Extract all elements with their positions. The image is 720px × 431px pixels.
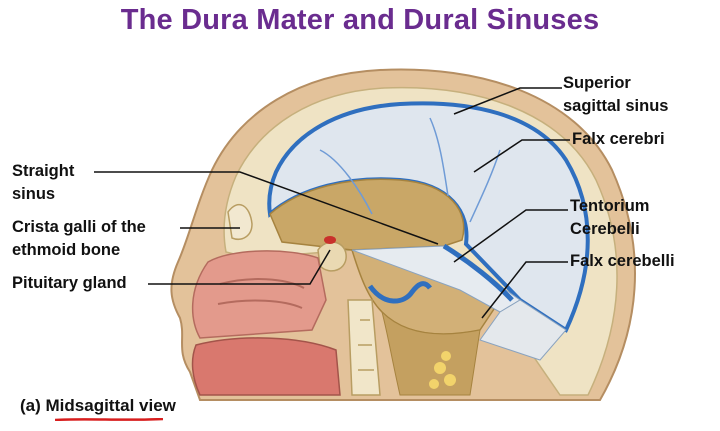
label-pituitary-gland: Pituitary gland	[12, 274, 127, 292]
straight-sinus-vessel	[442, 243, 514, 302]
brain-cavity	[269, 178, 465, 251]
leader-tentorium	[453, 209, 568, 263]
nasal-conchae	[217, 278, 305, 309]
transverse-sinus-vessel	[367, 281, 432, 304]
caption-underlined-word: Midsagittal	[45, 396, 135, 415]
label-falx-cerebri: Falx cerebri	[572, 130, 665, 148]
caption-suffix: view	[139, 396, 176, 415]
brainstem-cavity	[381, 310, 481, 396]
pituitary-gland-shape	[324, 236, 336, 244]
label-crista-galli: Crista galli of the ethmoid bone	[12, 218, 146, 259]
crista-galli	[227, 203, 253, 240]
label-falx-cerebelli: Falx cerebelli	[570, 252, 675, 270]
label-tentorium-cerebelli: Tentorium Cerebelli	[570, 197, 650, 238]
fat-globules	[434, 362, 446, 374]
leader-straight-sinus	[94, 171, 439, 245]
caption-prefix: (a)	[20, 396, 41, 415]
mouth-tongue	[191, 337, 341, 396]
leader-falx-cerebelli	[481, 261, 568, 319]
red-handwritten-underline	[55, 418, 163, 421]
vertebra-column	[347, 299, 381, 396]
page-title: The Dura Mater and Dural Sinuses	[120, 4, 600, 36]
figure-caption: (a) Midsagittal view	[20, 396, 176, 416]
leader-pituitary	[148, 249, 331, 285]
label-superior-sagittal-sinus: Superior sagittal sinus	[563, 74, 669, 115]
leader-superior-sagittal	[453, 87, 562, 115]
pituitary-region	[317, 241, 347, 272]
falx-cerebelli-region	[479, 299, 567, 361]
nasal-cavity	[191, 250, 327, 339]
leader-falx-cerebri	[473, 139, 570, 173]
label-straight-sinus: Straight sinus	[12, 162, 75, 203]
